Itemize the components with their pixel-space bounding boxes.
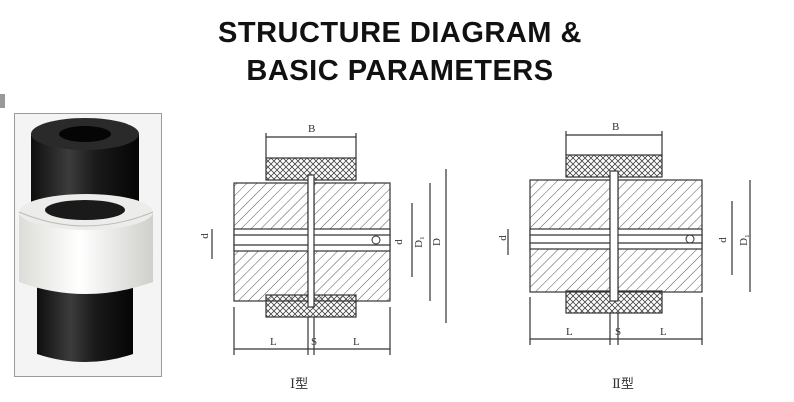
hub-centre-icon <box>685 234 695 244</box>
type-one-section-drawing <box>211 133 447 355</box>
dim-l-right-one: L <box>353 336 360 348</box>
page-title: STRUCTURE DIAGRAM & BASIC PARAMETERS <box>120 14 680 90</box>
hub-centre-icon <box>371 235 381 245</box>
dim-l-left-one: L <box>270 336 277 348</box>
caption-type-two: Ⅱ型 <box>612 376 634 391</box>
dim-d-one: d <box>198 233 211 239</box>
coupling-photo <box>14 113 162 377</box>
coupling-photo-icon <box>18 118 154 362</box>
title-line-2: BASIC PARAMETERS <box>246 55 554 87</box>
dim-l-left-two: L <box>566 326 573 338</box>
caption-type-one: Ⅰ型 <box>290 376 309 391</box>
type-two-section-drawing <box>507 131 751 345</box>
dim-d1-one: d <box>392 239 405 245</box>
dim-s-two: S <box>615 326 622 338</box>
dim-b-one: B <box>308 123 316 135</box>
dim-s-one: S <box>311 336 318 348</box>
dim-b-two: B <box>612 121 620 133</box>
dim-D1-one: D₁ <box>412 236 425 248</box>
dim-d1-two: d <box>716 237 729 243</box>
edge-mark <box>0 94 5 108</box>
dim-D-one: D <box>430 238 443 246</box>
title-line-1: STRUCTURE DIAGRAM & <box>218 17 582 49</box>
dim-d-two: d <box>496 235 509 241</box>
dim-l-right-two: L <box>660 326 667 338</box>
dim-D1-two: D₁ <box>737 234 750 246</box>
